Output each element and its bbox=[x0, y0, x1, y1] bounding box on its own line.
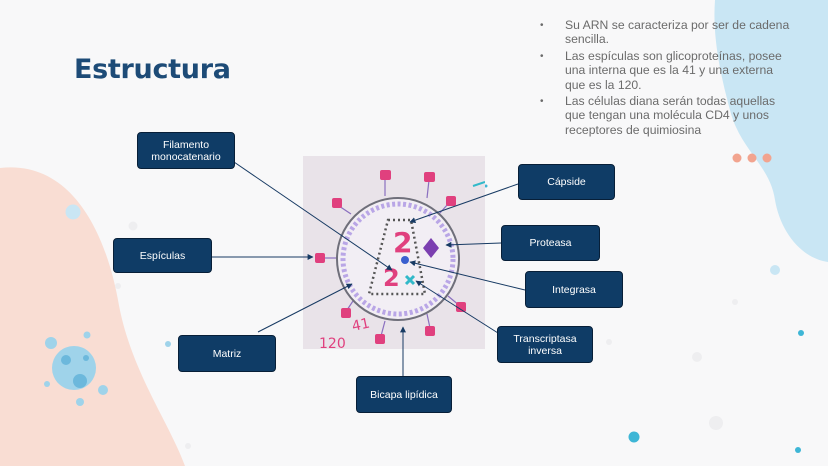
bullet-text: Las espículas son glicoproteínas, posee … bbox=[565, 48, 782, 92]
virus-diagram-image: 2 2 41 120 bbox=[303, 156, 486, 352]
grey-dot bbox=[185, 443, 191, 449]
peach-shape bbox=[0, 167, 185, 466]
viral-envelope bbox=[336, 197, 460, 321]
grey-dot bbox=[115, 283, 121, 289]
bullet-item: • Las células diana serán todas aquellas… bbox=[540, 94, 790, 137]
label-proteasa: Proteasa bbox=[501, 225, 600, 261]
bullet-list: • Su ARN se caracteriza por ser de caden… bbox=[540, 18, 790, 139]
blue-dot bbox=[98, 385, 108, 395]
label-espiculas: Espículas bbox=[113, 238, 212, 273]
bullet-dot: • bbox=[540, 20, 544, 31]
gp120-label: 120 bbox=[319, 336, 346, 349]
bullet-text: Su ARN se caracteriza por ser de cadena … bbox=[565, 18, 790, 47]
blue-dot bbox=[165, 341, 171, 347]
bullet-item: • Las espículas son glicoproteínas, pose… bbox=[540, 49, 790, 92]
grey-dot bbox=[692, 352, 702, 362]
orange-dot bbox=[747, 153, 757, 163]
orange-dot bbox=[732, 153, 742, 163]
capsid-outline bbox=[367, 218, 427, 296]
blue-dot bbox=[76, 398, 84, 406]
label-transcriptasa-inversa: Transcriptasa inversa bbox=[497, 326, 593, 363]
bullet-dot: • bbox=[540, 96, 544, 108]
label-bicapa-lipidica: Bicapa lipídica bbox=[356, 376, 452, 413]
blue-dot bbox=[45, 337, 57, 349]
rna-strand: 2 bbox=[383, 264, 400, 292]
protease-shape bbox=[423, 238, 439, 258]
integrase-dot bbox=[401, 256, 409, 264]
grey-dot bbox=[128, 221, 138, 231]
blue-dot bbox=[770, 265, 780, 275]
grey-dot bbox=[732, 299, 738, 305]
teal-dot bbox=[795, 447, 801, 453]
label-matriz: Matriz bbox=[178, 335, 276, 372]
label-capside: Cápside bbox=[518, 164, 615, 200]
light-blue-shape bbox=[714, 0, 828, 262]
grey-dot bbox=[606, 339, 612, 345]
rna-strand: 2 bbox=[393, 226, 412, 259]
orange-dot bbox=[762, 153, 772, 163]
teal-dot bbox=[798, 330, 804, 336]
bullet-item: • Su ARN se caracteriza por ser de caden… bbox=[540, 18, 790, 47]
blue-dot bbox=[44, 381, 50, 387]
blue-dot bbox=[83, 331, 91, 339]
bullet-dot: • bbox=[540, 50, 544, 62]
bullet-text: Las células diana serán todas aquellas q… bbox=[565, 94, 776, 137]
blue-dot bbox=[65, 204, 81, 220]
virus-blob-spot bbox=[73, 374, 87, 388]
virus-blob-spot bbox=[83, 355, 89, 361]
gp41-label: 41 bbox=[351, 316, 372, 335]
virus-drawing: 2 2 41 120 bbox=[303, 156, 486, 352]
label-filamento-monocatenario: Filamento monocatenario bbox=[137, 132, 235, 169]
label-integrasa: Integrasa bbox=[525, 271, 623, 308]
grey-dot bbox=[709, 416, 723, 430]
slide-title: Estructura bbox=[74, 54, 231, 85]
teal-dot bbox=[628, 431, 640, 443]
virus-blob-spot bbox=[61, 355, 71, 365]
